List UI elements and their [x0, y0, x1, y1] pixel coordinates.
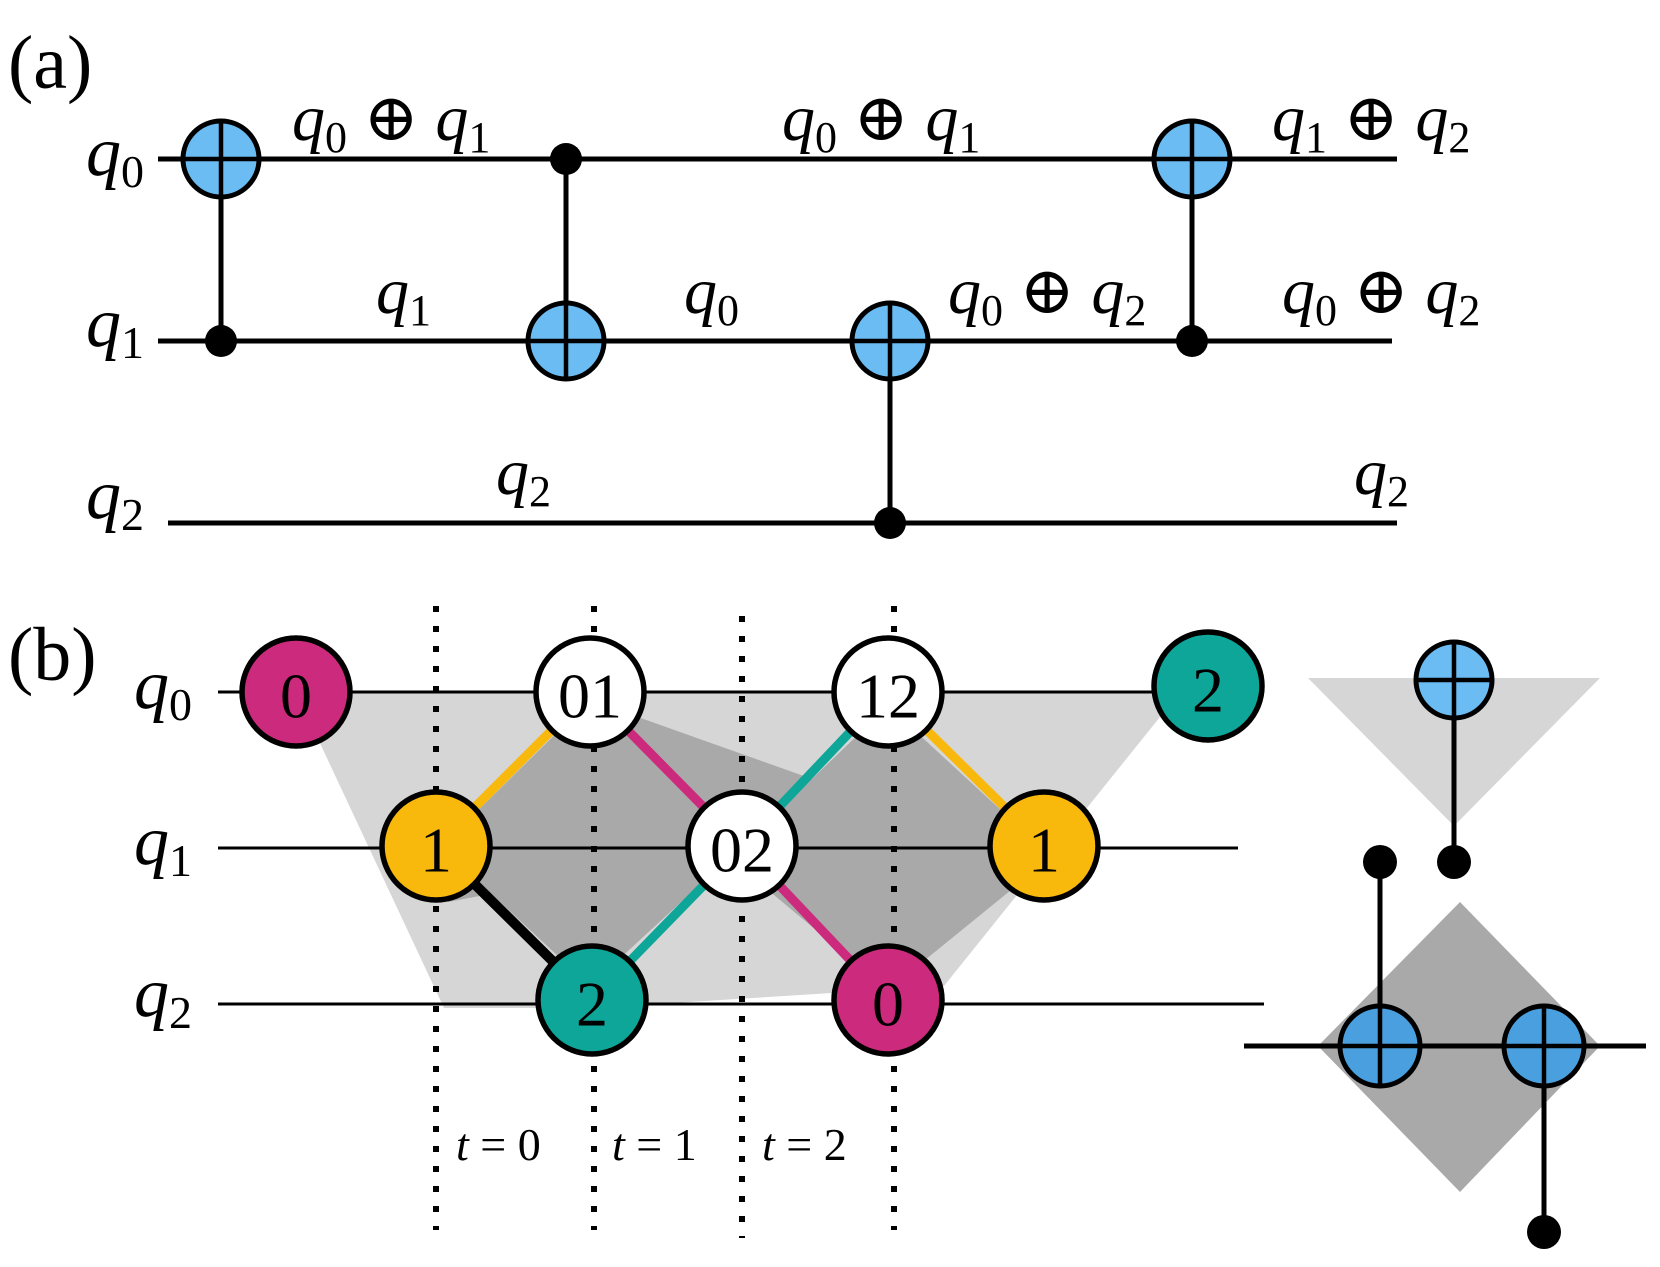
control-dot — [1176, 325, 1208, 357]
node-label: 2 — [576, 969, 608, 1040]
node-n6: 02 — [685, 789, 799, 903]
node-circle — [239, 635, 353, 749]
panel-a: (a) q0 q1 q2 — [8, 21, 1480, 540]
legend-control-dot — [1437, 845, 1471, 879]
cnot-gate-2 — [525, 143, 607, 382]
node-label: 01 — [558, 661, 622, 732]
cnot-gate-3 — [849, 300, 931, 539]
node-circle — [987, 789, 1101, 903]
state-label-s6: q0 ⊕ q2 — [948, 255, 1146, 335]
wire-label-q1: q1 — [86, 285, 144, 368]
control-dot — [874, 507, 906, 539]
node-n9: 0 — [831, 943, 945, 1057]
time-labels: t = 0 t = 1 t = 2 — [456, 1119, 847, 1170]
wire-b-label-q2: q2 — [134, 955, 192, 1038]
node-n7: 1 — [987, 789, 1101, 903]
panel-b-label: (b) — [8, 613, 97, 697]
legend-control-dot — [1527, 1215, 1561, 1249]
cnot-gate-1 — [180, 118, 262, 357]
state-label-s3: q1 ⊕ q2 — [1272, 82, 1470, 162]
node-label: 0 — [280, 661, 312, 732]
node-circle — [685, 789, 799, 903]
time-label-2: t = 2 — [762, 1119, 847, 1170]
state-label-s9: q2 — [1354, 436, 1409, 516]
node-circle — [831, 943, 945, 1057]
cnot-gate-4 — [1151, 118, 1233, 357]
node-label: 1 — [1028, 815, 1060, 886]
state-label-s8: q2 — [496, 436, 551, 516]
panel-a-label: (a) — [8, 21, 92, 105]
wire-b-label-q1: q1 — [134, 803, 192, 886]
node-circle — [379, 789, 493, 903]
state-label-s5: q0 — [684, 255, 739, 335]
wire-label-q0: q0 — [86, 114, 144, 197]
state-label-s4: q1 — [376, 255, 431, 335]
state-label-s1: q0 ⊕ q1 — [292, 82, 490, 162]
state-label-s2: q0 ⊕ q1 — [782, 82, 980, 162]
node-n2: 01 — [533, 635, 647, 749]
node-label: 1 — [420, 815, 452, 886]
state-label-s7: q0 ⊕ q2 — [1282, 255, 1480, 335]
control-dot — [205, 325, 237, 357]
node-n8: 2 — [535, 943, 649, 1057]
time-label-1: t = 1 — [612, 1119, 697, 1170]
node-label: 02 — [710, 815, 774, 886]
node-label: 2 — [1192, 655, 1224, 726]
node-circle — [831, 635, 945, 749]
node-n1: 0 — [239, 635, 353, 749]
state-labels: q0 ⊕ q1 q0 ⊕ q1 q1 ⊕ q2 q1 q0 q0 ⊕ q2 q0… — [292, 82, 1480, 516]
node-label: 12 — [856, 661, 920, 732]
node-label: 0 — [872, 969, 904, 1040]
gate-legend — [1244, 639, 1646, 1249]
legend-control-dot — [1363, 845, 1397, 879]
node-circle — [535, 943, 649, 1057]
node-circle — [1151, 629, 1265, 743]
control-dot — [550, 143, 582, 175]
time-label-0: t = 0 — [456, 1119, 541, 1170]
wire-b-label-q0: q0 — [134, 647, 192, 730]
node-n4: 2 — [1151, 629, 1265, 743]
node-circle — [533, 635, 647, 749]
node-n3: 12 — [831, 635, 945, 749]
node-n5: 1 — [379, 789, 493, 903]
wire-label-q2: q2 — [86, 457, 144, 540]
